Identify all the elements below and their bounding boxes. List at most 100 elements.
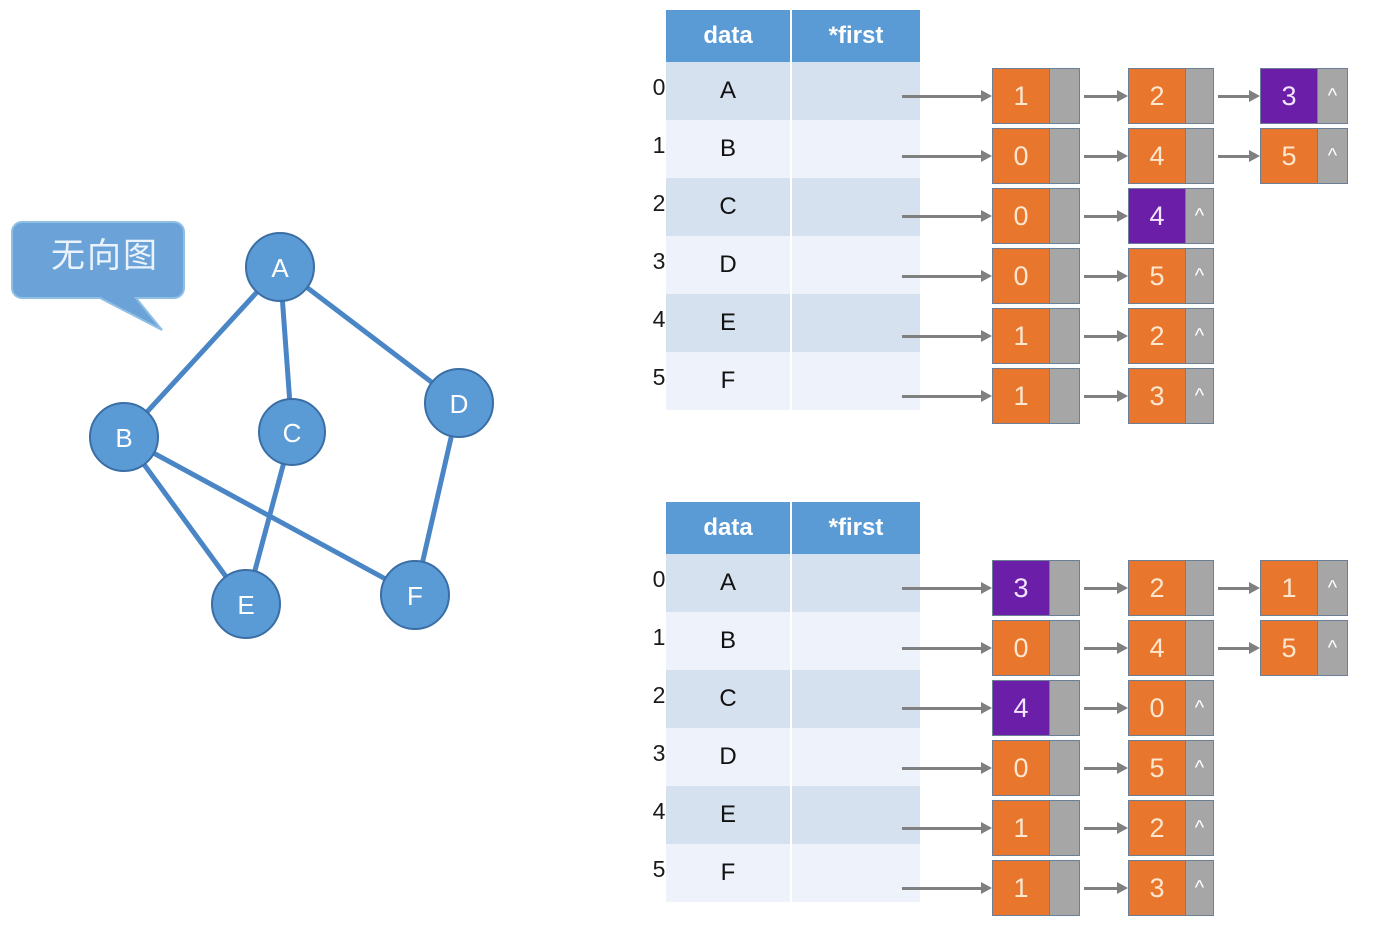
- list-node-e-0[interactable]: 1: [992, 800, 1080, 856]
- list-node-c-0[interactable]: 4: [992, 680, 1080, 736]
- table-header-row-bottom: data *first: [666, 502, 920, 554]
- graph-node-label-f: F: [407, 581, 423, 611]
- list-node-a-2[interactable]: 3^: [1260, 68, 1348, 124]
- next-arrow-b-1: [1218, 150, 1260, 162]
- list-node-c-1[interactable]: 4^: [1128, 188, 1214, 244]
- table-row[interactable]: E: [666, 786, 920, 844]
- list-node-e-0[interactable]: 1: [992, 308, 1080, 364]
- table-row[interactable]: F: [666, 844, 920, 902]
- row-index-3: 3: [652, 740, 666, 766]
- table-row[interactable]: E: [666, 294, 920, 352]
- graph-node-b[interactable]: [89, 402, 159, 472]
- next-arrow-d-0: [1084, 762, 1128, 774]
- row-index-1: 1: [652, 624, 666, 650]
- cell-first-d: [792, 728, 920, 786]
- list-node-pointer: [1050, 561, 1079, 615]
- list-node-value: 4: [1129, 189, 1186, 243]
- next-arrow-c-0: [1084, 702, 1128, 714]
- row-index-0: 0: [652, 566, 666, 592]
- list-node-b-1[interactable]: 4: [1128, 620, 1214, 676]
- head-arrow-d: [902, 270, 992, 282]
- list-node-value: 5: [1261, 129, 1318, 183]
- cell-first-b: [792, 120, 920, 178]
- cell-data-f: F: [666, 352, 790, 410]
- table-row[interactable]: C: [666, 178, 920, 236]
- table-row[interactable]: C: [666, 670, 920, 728]
- list-node-value: 5: [1261, 621, 1318, 675]
- list-node-pointer: ^: [1318, 621, 1347, 675]
- graph-edge-a-d: [277, 264, 462, 406]
- list-node-a-2[interactable]: 1^: [1260, 560, 1348, 616]
- table-row[interactable]: B: [666, 120, 920, 178]
- list-node-a-0[interactable]: 3: [992, 560, 1080, 616]
- list-node-pointer: ^: [1318, 129, 1347, 183]
- list-node-pointer: [1050, 861, 1079, 915]
- list-node-pointer: [1050, 309, 1079, 363]
- list-node-pointer: [1186, 561, 1213, 615]
- list-node-f-1[interactable]: 3^: [1128, 860, 1214, 916]
- next-arrow-f-0: [1084, 390, 1128, 402]
- list-node-f-0[interactable]: 1: [992, 860, 1080, 916]
- list-node-c-0[interactable]: 0: [992, 188, 1080, 244]
- list-node-value: 0: [993, 249, 1050, 303]
- list-node-b-0[interactable]: 0: [992, 128, 1080, 184]
- cell-data-d: D: [666, 236, 790, 294]
- next-arrow-b-1: [1218, 642, 1260, 654]
- table-row[interactable]: A: [666, 554, 920, 612]
- list-node-e-1[interactable]: 2^: [1128, 800, 1214, 856]
- table-row[interactable]: B: [666, 612, 920, 670]
- table-header-row-top: data *first: [666, 10, 920, 62]
- graph-node-f[interactable]: [380, 560, 450, 630]
- list-node-pointer: ^: [1186, 861, 1213, 915]
- head-arrow-c: [902, 702, 992, 714]
- list-node-value: 3: [993, 561, 1050, 615]
- next-arrow-c-0: [1084, 210, 1128, 222]
- list-node-value: 4: [1129, 621, 1186, 675]
- list-node-pointer: ^: [1318, 69, 1347, 123]
- list-node-pointer: [1050, 681, 1079, 735]
- list-node-d-0[interactable]: 0: [992, 740, 1080, 796]
- list-node-c-1[interactable]: 0^: [1128, 680, 1214, 736]
- list-node-a-1[interactable]: 2: [1128, 68, 1214, 124]
- next-arrow-a-0: [1084, 90, 1128, 102]
- list-node-a-0[interactable]: 1: [992, 68, 1080, 124]
- list-node-f-0[interactable]: 1: [992, 368, 1080, 424]
- list-node-e-1[interactable]: 2^: [1128, 308, 1214, 364]
- graph-node-e[interactable]: [211, 569, 281, 639]
- list-node-pointer: [1050, 129, 1079, 183]
- list-node-f-1[interactable]: 3^: [1128, 368, 1214, 424]
- list-node-pointer: ^: [1186, 801, 1213, 855]
- list-node-pointer: ^: [1186, 741, 1213, 795]
- list-node-d-0[interactable]: 0: [992, 248, 1080, 304]
- cell-data-b: B: [666, 612, 790, 670]
- list-node-b-2[interactable]: 5^: [1260, 620, 1348, 676]
- cell-first-e: [792, 786, 920, 844]
- list-node-pointer: [1050, 189, 1079, 243]
- graph-node-label-c: C: [283, 418, 302, 448]
- list-node-d-1[interactable]: 5^: [1128, 248, 1214, 304]
- table-row[interactable]: F: [666, 352, 920, 410]
- graph-node-label-d: D: [450, 389, 469, 419]
- list-node-d-1[interactable]: 5^: [1128, 740, 1214, 796]
- cell-first-a: [792, 62, 920, 120]
- list-node-a-1[interactable]: 2: [1128, 560, 1214, 616]
- list-node-pointer: [1050, 621, 1079, 675]
- head-arrow-c: [902, 210, 992, 222]
- next-arrow-a-1: [1218, 582, 1260, 594]
- graph-node-a[interactable]: [245, 232, 315, 302]
- table-row[interactable]: D: [666, 236, 920, 294]
- cell-first-c: [792, 178, 920, 236]
- row-index-0: 0: [652, 74, 666, 100]
- list-node-pointer: ^: [1186, 681, 1213, 735]
- table-row[interactable]: A: [666, 62, 920, 120]
- graph-node-d[interactable]: [424, 368, 494, 438]
- graph-node-c[interactable]: [258, 398, 326, 466]
- list-node-b-2[interactable]: 5^: [1260, 128, 1348, 184]
- graph-node-label-b: B: [115, 423, 132, 453]
- list-node-b-0[interactable]: 0: [992, 620, 1080, 676]
- list-node-b-1[interactable]: 4: [1128, 128, 1214, 184]
- row-index-4: 4: [652, 798, 666, 824]
- table-row[interactable]: D: [666, 728, 920, 786]
